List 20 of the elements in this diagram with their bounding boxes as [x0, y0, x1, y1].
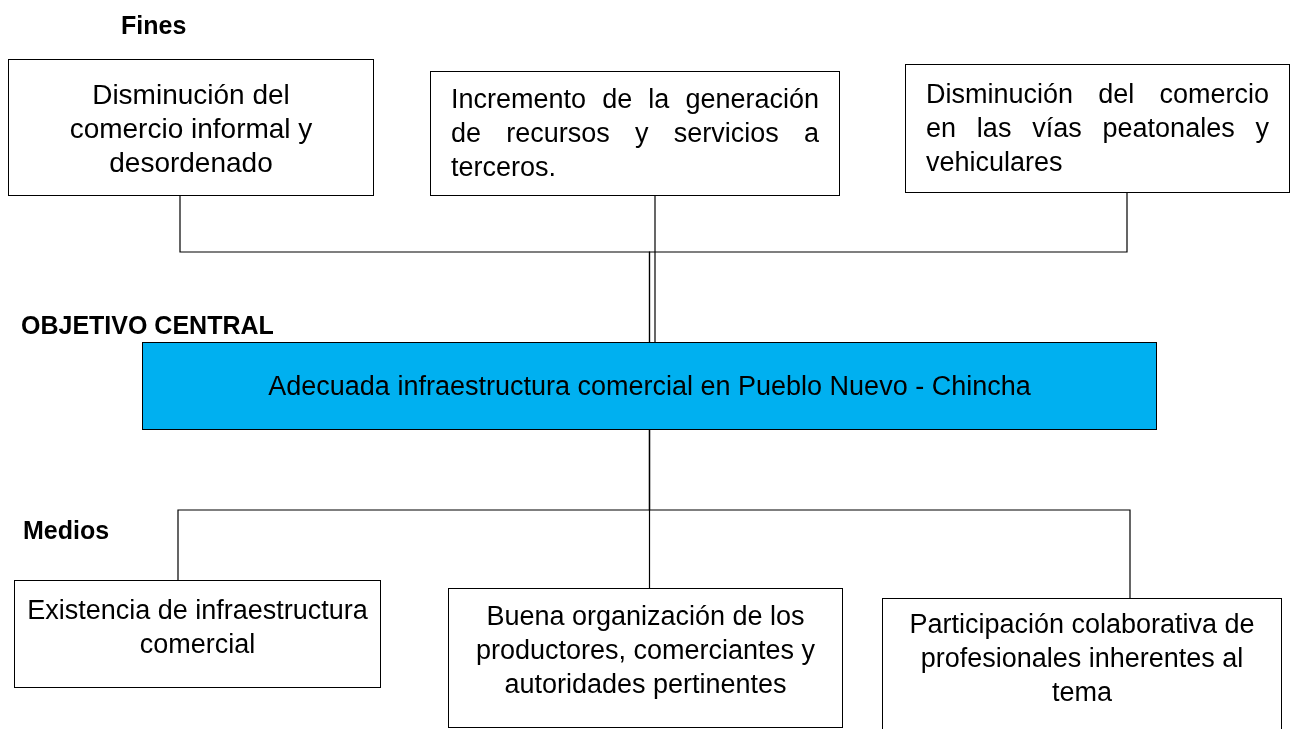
box-text: Buena organización de los productores, comerciantes y autoridades pertinentes [474, 600, 817, 701]
section-heading: Fines [121, 10, 187, 40]
section-heading: Medios [23, 515, 110, 545]
box-text: Disminución del comercio en las vías peatonales y vehiculares [926, 78, 1269, 179]
text-box [8, 59, 374, 196]
text-box [14, 580, 381, 688]
connector-line [654, 195, 656, 343]
text-box [905, 64, 1290, 193]
box-text: Participación colaborativa de profesionales inherentes al tema [908, 608, 1256, 709]
section-heading: OBJETIVO CENTRAL [21, 310, 274, 340]
text-box [448, 588, 843, 728]
box-text: Incremento de la generación de recursos y servicios a terceros. [451, 83, 819, 184]
box-text: Disminución del comercio informal y desordenado [68, 78, 314, 180]
objective-box [142, 342, 1157, 430]
text-box [430, 71, 840, 196]
box-text: Existencia de infraestructura comercial [27, 594, 368, 661]
connector-line [648, 192, 1128, 343]
box-text: Adecuada infraestructura comercial en Pueblo Nuevo - Chincha [267, 370, 1032, 403]
text-box [882, 598, 1282, 729]
connector-line [648, 429, 1131, 599]
